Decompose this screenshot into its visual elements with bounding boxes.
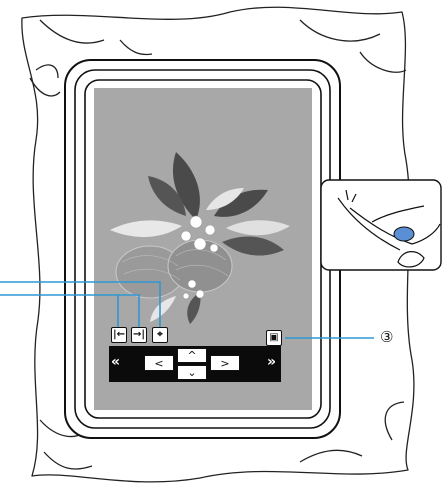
callout-number-3: ③ [380,328,393,346]
right-button[interactable]: > [210,355,240,371]
center-target-icon: ⌖ [157,330,163,340]
scroll-right-button[interactable]: » [267,354,276,370]
move-to-right-edge-button[interactable]: →| [131,327,147,343]
center-button[interactable]: ⌖ [152,327,168,343]
chevron-up-icon: ^ [187,349,196,362]
arrow-to-right-edge-icon: →| [133,330,145,340]
arrow-to-left-edge-icon: |← [113,330,125,340]
expand-icon: ▣ [269,333,278,343]
down-button[interactable]: ⌄ [177,365,207,380]
navigation-bar: « < ^ ⌄ > » [109,346,281,382]
chevron-left-icon: < [154,357,163,370]
scroll-left-button[interactable]: « [111,354,120,370]
left-button[interactable]: < [144,355,174,371]
move-to-left-edge-button[interactable]: |← [111,327,127,343]
stylus-tap-inset [321,180,441,270]
chevron-right-icon: > [220,357,229,370]
fullscreen-button[interactable]: ▣ [266,330,282,346]
chevron-down-icon: ⌄ [187,366,196,379]
up-button[interactable]: ^ [177,348,207,363]
